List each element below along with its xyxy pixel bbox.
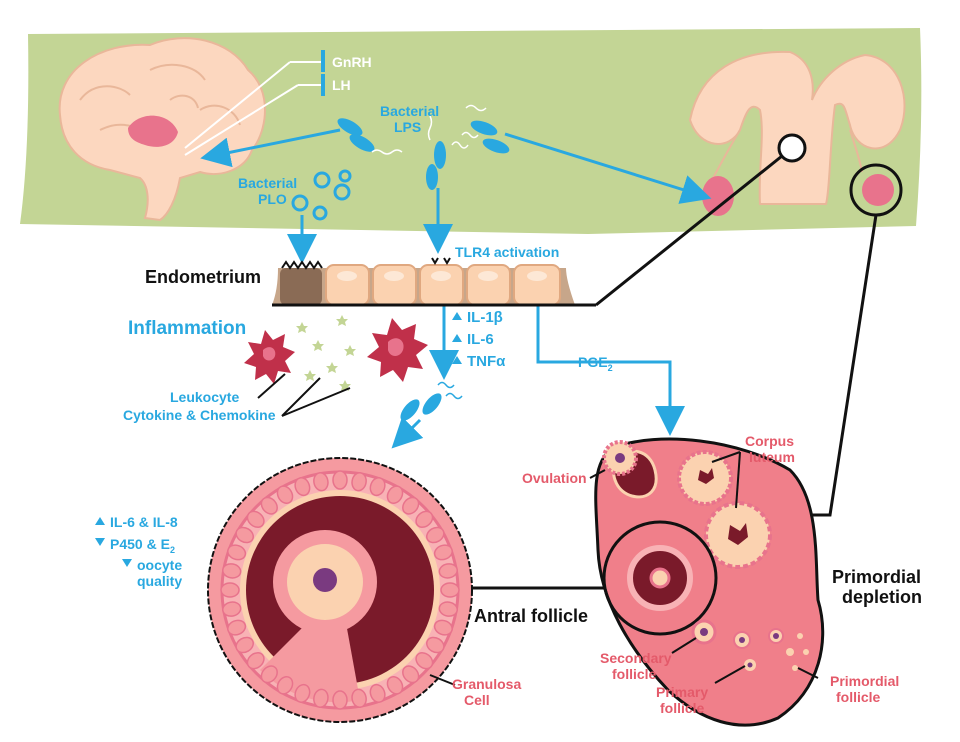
- granulosa-cell: [313, 472, 329, 492]
- ovulation-label: Ovulation: [522, 470, 587, 486]
- granulosa-cell: [426, 526, 445, 544]
- cytokine-il6: IL-6: [467, 331, 494, 348]
- granulosa-cell: [351, 472, 367, 492]
- granulosa-cell: [415, 652, 434, 670]
- granulosa-cell: [276, 676, 294, 695]
- effect-p450: P450 & E2: [110, 536, 175, 555]
- granulosa-cell: [294, 477, 311, 497]
- granulosa-cell: [235, 636, 254, 654]
- granulosa-cell: [386, 485, 404, 504]
- tlr4-label: TLR4 activation: [455, 244, 559, 260]
- leukocytes: [244, 318, 428, 384]
- bacteria-lps: [337, 104, 510, 190]
- cytokine-list: [452, 312, 462, 364]
- granulosa-cell: [433, 544, 453, 561]
- granulosa-cell: [260, 496, 278, 515]
- granulosa-pointer: [429, 674, 456, 686]
- granulosa-label-1: Granulosa: [452, 676, 521, 692]
- granulosa-cell: [276, 485, 294, 504]
- granulosa-cell: [402, 665, 420, 684]
- granulosa-cell: [294, 683, 311, 703]
- lps-label-1: Bacterial: [380, 103, 439, 119]
- endometrium: [272, 257, 596, 307]
- cytokine-chemokine-label: Cytokine & Chemokine: [123, 407, 276, 423]
- lps-label-2: LPS: [394, 119, 421, 135]
- granulosa-cell: [227, 619, 247, 636]
- granulosa-cell: [332, 690, 348, 710]
- granulosa-cell: [438, 563, 458, 579]
- pge-main: PGE: [578, 354, 608, 370]
- granulosa-cell: [415, 510, 434, 528]
- pge-sub: 2: [608, 363, 613, 373]
- granulosa-cell: [438, 601, 458, 617]
- blue-arrows: [200, 128, 712, 449]
- plo-label-2: PLO: [258, 191, 287, 207]
- granulosa-cell: [402, 496, 420, 515]
- ovary-pointer-lines: [589, 451, 819, 684]
- inflammation-pointer-lines: [257, 373, 351, 417]
- granulosa-cell: [426, 636, 445, 654]
- effect-oocyte: oocyte: [137, 557, 182, 573]
- granulosa-cell: [227, 544, 247, 561]
- granulosa-cell: [222, 601, 242, 617]
- uterus: [688, 50, 906, 217]
- effect-p450-sub: 2: [170, 545, 175, 555]
- granulosa-cell: [220, 582, 240, 598]
- primary-follicle-label-2: follicle: [660, 700, 705, 716]
- secondary-follicle-label-1: Secondary: [600, 650, 672, 666]
- pge-label: PGE2: [578, 354, 613, 373]
- antral-follicle-label: Antral follicle: [474, 606, 588, 626]
- granulosa-cell: [222, 563, 242, 579]
- granulosa-cell: [351, 688, 367, 708]
- inflammation-title: Inflammation: [128, 318, 246, 339]
- ovary: [594, 437, 825, 727]
- bacteria-near-follicle: [400, 381, 463, 421]
- gnrh-label: GnRH: [332, 54, 372, 70]
- granulosa-cell: [332, 470, 348, 490]
- chemokine-stars: [296, 315, 356, 391]
- effect-p450-main: P450 & E: [110, 536, 170, 552]
- plo-label-1: Bacterial: [238, 175, 297, 191]
- granulosa-cell: [440, 582, 460, 598]
- primordial-follicle-label-1: Primordial: [830, 673, 899, 689]
- effect-il6-il8: IL-6 & IL-8: [110, 514, 178, 530]
- secondary-follicle-label-2: follicle: [612, 666, 657, 682]
- antral-follicle: [207, 457, 473, 723]
- effect-quality: quality: [137, 573, 182, 589]
- bacteria-plo: [291, 169, 352, 221]
- granulosa-label-2: Cell: [464, 692, 490, 708]
- granulosa-cell: [369, 477, 386, 497]
- primordial-depletion-label-1: Primordial: [832, 567, 921, 587]
- granulosa-cell: [386, 676, 404, 695]
- granulosa-cell: [369, 683, 386, 703]
- corpus-luteum-label-2: luteum: [749, 449, 795, 465]
- granulosa-cell: [260, 665, 278, 684]
- granulosa-cell: [246, 652, 265, 670]
- granulosa-cell: [246, 510, 265, 528]
- primordial-follicle-label-2: follicle: [836, 689, 881, 705]
- cytokine-tnfa: TNFα: [467, 353, 506, 370]
- leukocyte-label: Leukocyte: [170, 389, 239, 405]
- corpus-luteum-label-1: Corpus: [745, 433, 794, 449]
- granulosa-cell: [313, 688, 329, 708]
- brain: [58, 37, 266, 222]
- primary-follicle-label-1: Primary: [656, 684, 708, 700]
- granulosa-cell: [433, 619, 453, 636]
- follicle-effect-arrows: [95, 517, 132, 567]
- endometrium-label: Endometrium: [145, 267, 261, 287]
- granulosa-cell: [235, 526, 254, 544]
- cytokine-il1b: IL-1β: [467, 309, 503, 326]
- primordial-depletion-label-2: depletion: [842, 587, 922, 607]
- lh-label: LH: [332, 77, 351, 93]
